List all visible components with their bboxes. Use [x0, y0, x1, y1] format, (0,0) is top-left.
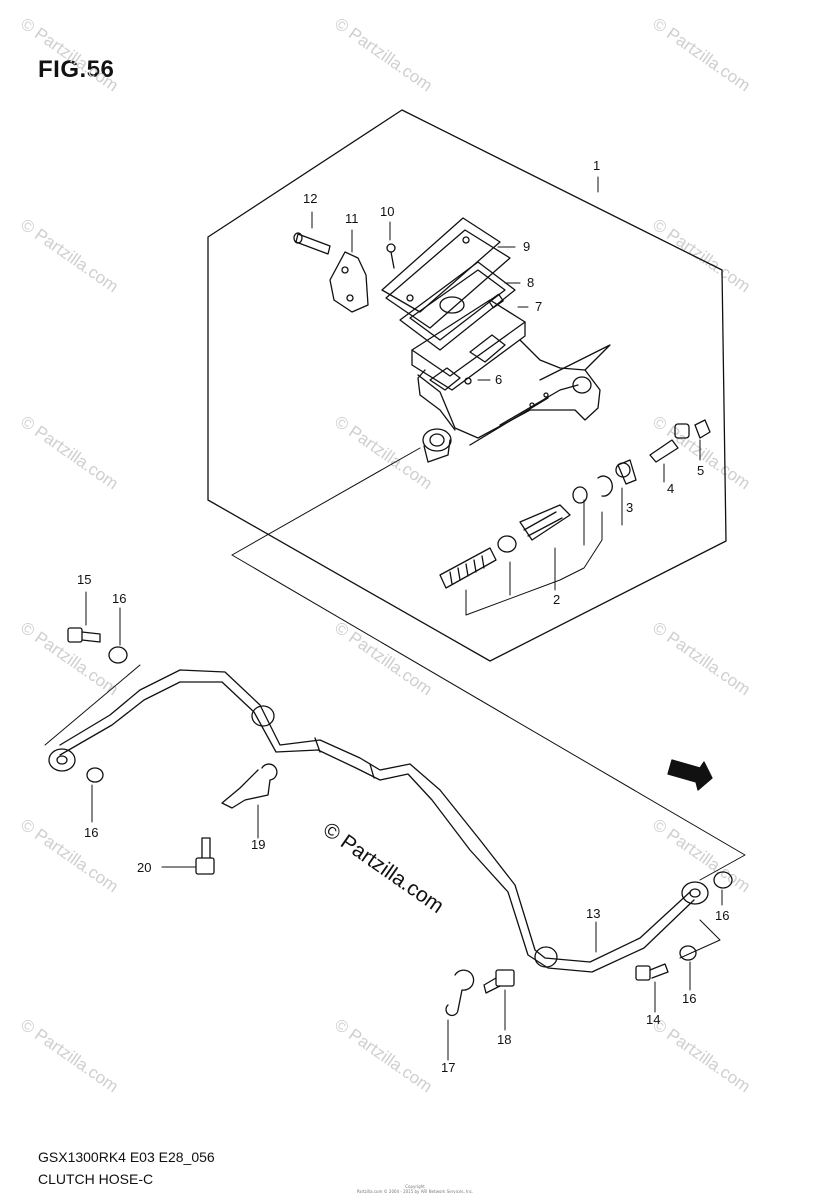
- leader-lines: [44, 176, 746, 1061]
- callout-number: 20: [137, 860, 151, 875]
- callout-number: 19: [251, 837, 265, 852]
- bolt-drawing: [483, 969, 515, 994]
- callout-number: 7: [535, 299, 542, 314]
- union-bolt-drawing: [67, 627, 101, 643]
- callout-number: 18: [497, 1032, 511, 1047]
- figure-title: FIG.56: [38, 56, 115, 83]
- master-cylinder-body-drawing: [411, 299, 611, 463]
- plate-drawing: [385, 229, 511, 329]
- callout-number: 2: [553, 592, 560, 607]
- gasket-drawing: [86, 646, 733, 961]
- callout-numbers: 1 2 3 4 5 6 7 8 9 10 11 12 13 14 15 16 1…: [77, 158, 729, 1075]
- callout-number: 13: [586, 906, 600, 921]
- section-name: CLUTCH HOSE-C: [38, 1171, 154, 1187]
- copyright-line: Copyright: [405, 1184, 425, 1189]
- callout-number: 16: [84, 825, 98, 840]
- copyright-line: Partzilla.com © 2004 - 2015 by ARI Netwo…: [356, 1189, 474, 1194]
- forward-direction-badge: FWD: [667, 759, 713, 791]
- callout-number: 9: [523, 239, 530, 254]
- callout-number: 3: [626, 500, 633, 515]
- callout-number: 4: [667, 481, 674, 496]
- callout-number: 15: [77, 572, 91, 587]
- callout-number: 17: [441, 1060, 455, 1075]
- bolt-drawing: [293, 232, 331, 255]
- union-bolt-drawing: [635, 963, 669, 981]
- callout-number: 11: [345, 211, 359, 226]
- callout-number: 10: [380, 204, 394, 219]
- callout-number: 6: [495, 372, 502, 387]
- callout-number: 1: [593, 158, 600, 173]
- master-cylinder-assembly-outline: [207, 109, 727, 662]
- screw-drawing: [386, 243, 396, 269]
- diaphragm-drawing: [399, 261, 516, 351]
- holder-drawing: [329, 251, 369, 313]
- model-code: GSX1300RK4 E03 E28_056: [38, 1149, 215, 1165]
- callout-number: 5: [697, 463, 704, 478]
- copyright-notice: Copyright Partzilla.com © 2004 - 2015 by…: [350, 1184, 480, 1194]
- callout-number: 16: [112, 591, 126, 606]
- callout-number: 16: [682, 991, 696, 1006]
- reservoir-cap-drawing: [381, 217, 501, 313]
- bolt-drawing: [195, 837, 215, 875]
- callout-number: 8: [527, 275, 534, 290]
- callout-number: 14: [646, 1012, 660, 1027]
- callout-number: 16: [715, 908, 729, 923]
- piston-set-drawing: [439, 419, 711, 589]
- clutch-hose-drawing: [48, 669, 709, 973]
- callout-number: 12: [303, 191, 317, 206]
- clamp-drawing: [221, 763, 278, 809]
- clamp-drawing: [445, 969, 475, 1017]
